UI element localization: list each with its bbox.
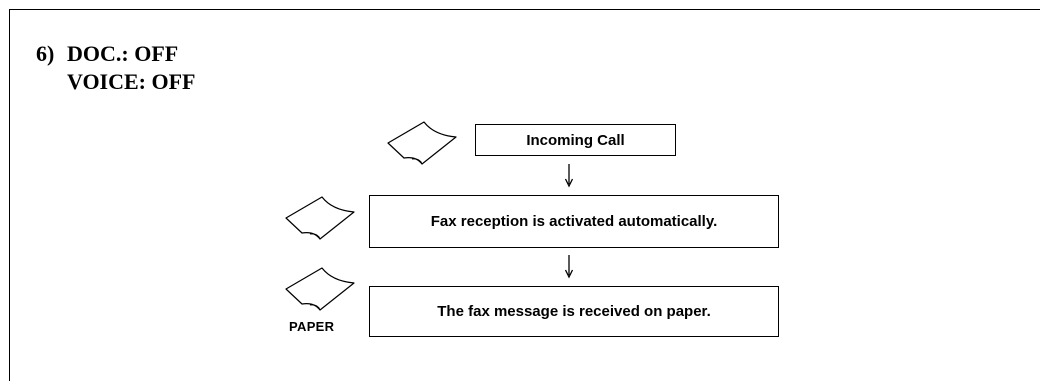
incoming-call-box: Incoming Call: [475, 124, 676, 156]
voice-setting-text: VOICE: OFF: [67, 69, 196, 94]
paper-reception-box: The fax message is received on paper.: [369, 286, 779, 337]
down-arrow-icon: [564, 255, 574, 279]
doc-setting-text: DOC.: OFF: [67, 41, 179, 66]
diagram-frame: [9, 9, 1040, 381]
down-arrow-icon: [564, 164, 574, 188]
fax-reception-box: Fax reception is activated automatically…: [369, 195, 779, 248]
fax-document-icon: [285, 196, 355, 240]
incoming-call-text: Incoming Call: [526, 131, 625, 149]
paper-reception-text: The fax message is received on paper.: [437, 303, 711, 320]
fax-reception-text: Fax reception is activated automatically…: [430, 213, 718, 230]
section-heading: 6) DOC.: OFF VOICE: OFF: [36, 40, 196, 96]
fax-document-icon: [387, 121, 457, 165]
paper-document-icon: [285, 267, 355, 311]
paper-label: PAPER: [289, 319, 335, 334]
section-number: 6): [36, 41, 55, 66]
